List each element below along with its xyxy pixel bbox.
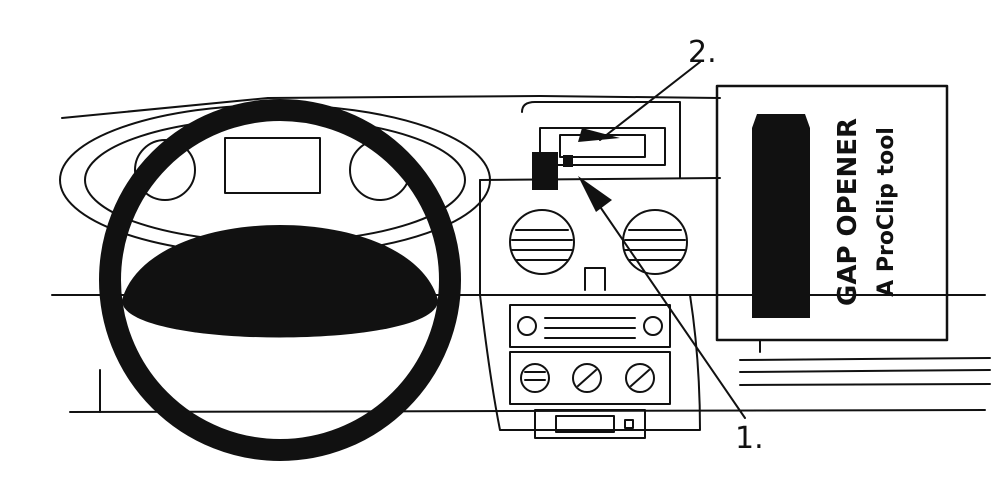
center-vent-left (509, 209, 575, 275)
callout-line-1 (591, 194, 746, 419)
tool-box-subtitle: A ProClip tool (874, 127, 899, 297)
tool-box-title: GAP OPENER (833, 118, 863, 306)
center-vent-right (622, 209, 688, 275)
callout-label-2: 2. (688, 35, 717, 70)
center-display (224, 137, 321, 194)
tool-box-frame (715, 84, 949, 342)
callout-line-2 (599, 61, 701, 141)
callout-label-1: 1. (735, 421, 764, 456)
arrow-lower (578, 176, 612, 212)
radio-unit (509, 304, 671, 348)
center-console (479, 294, 701, 439)
hazard-switch (584, 267, 606, 291)
mounting-clip (532, 152, 558, 190)
clip-detail (563, 155, 573, 167)
gap-opener-tool (752, 114, 810, 318)
arrow-upper (578, 128, 620, 142)
steering-wheel (99, 99, 461, 461)
